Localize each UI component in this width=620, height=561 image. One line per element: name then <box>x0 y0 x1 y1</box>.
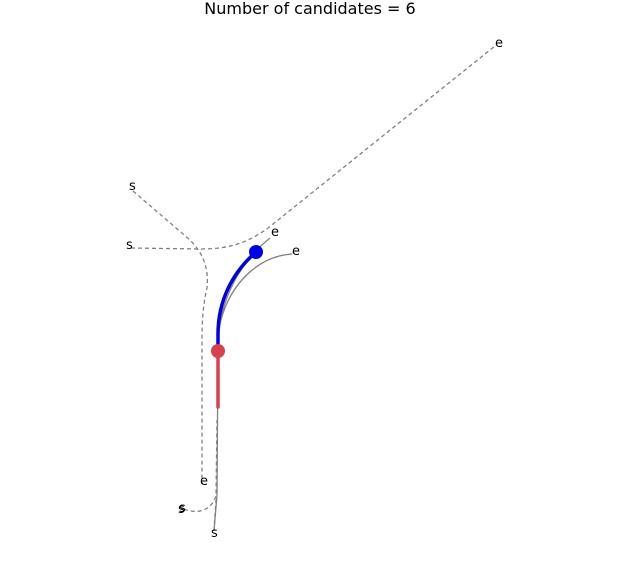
candidate-path-6 <box>213 499 217 532</box>
candidate-2-end-label: e <box>200 474 208 489</box>
candidate-path-4 <box>213 237 271 532</box>
candidate-6-start-label: s <box>179 501 186 516</box>
candidate-path-2 <box>132 190 209 484</box>
candidate-1-start-label: s <box>126 238 133 253</box>
predicted-endpoint-marker <box>249 245 263 259</box>
candidate-path-1 <box>130 45 496 250</box>
candidate-4-end-label: e <box>271 225 279 240</box>
candidate-5-end-label: e <box>292 244 300 259</box>
chart-title: Number of candidates = 6 <box>204 0 415 18</box>
current-position-marker <box>211 344 225 358</box>
candidate-2-start-label: s <box>129 179 136 194</box>
predicted-trajectory <box>216 250 258 353</box>
candidate-4-start-label: s <box>211 526 218 541</box>
candidate-1-end-label: e <box>495 36 503 51</box>
candidate-path-5 <box>218 253 293 331</box>
candidate-path-3 <box>183 419 218 512</box>
candidate-3-start-label: s <box>178 502 185 517</box>
